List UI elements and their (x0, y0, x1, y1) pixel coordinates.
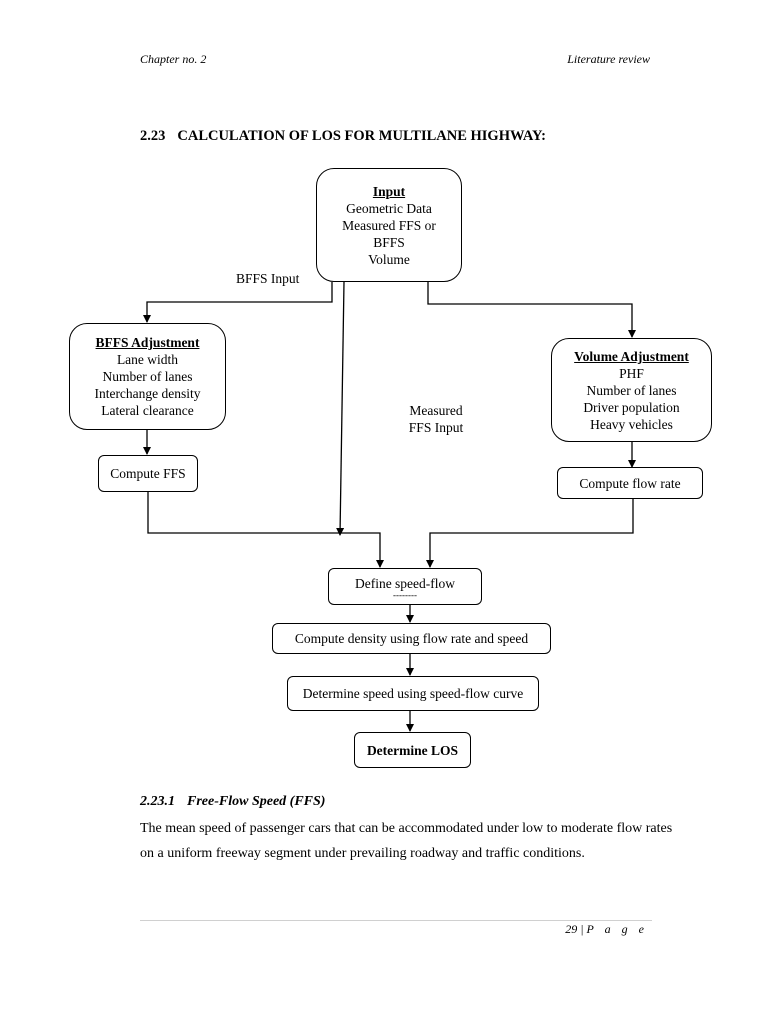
subsection-number: 2.23.1 (140, 794, 175, 809)
header-chapter: Chapter no. 2 (140, 52, 207, 66)
compute-ffs-box: Compute FFS (98, 455, 198, 492)
bffs-adjustment-line: Lane width (116, 352, 179, 367)
arrow-input-to-bffs (143, 282, 333, 323)
bffs-adjustment-line: Lateral clearance (101, 403, 194, 418)
bffs-adjustment-title: BFFS Adjustment (95, 335, 200, 350)
volume-adjustment-line: Number of lanes (586, 382, 677, 398)
section-heading: 2.23 CALCULATION OF LOS FOR MULTILANE HIG… (140, 128, 546, 145)
input-box-line: Measured FFS or (342, 217, 436, 233)
arrow-ffs-to-define (147, 492, 384, 568)
page-number: 29 | P a g e (565, 922, 648, 937)
define-speed-flow-label: Define speed-flow (354, 576, 456, 591)
determine-speed-box: Determine speed using speed-flow curve (287, 676, 539, 711)
header-section: Literature review (567, 52, 650, 66)
input-box-line: BFFS (373, 234, 405, 250)
page-number-value: 29 (565, 922, 578, 936)
input-box: Input Geometric Data Measured FFS or BFF… (316, 168, 462, 282)
compute-density-box: Compute density using flow rate and spee… (272, 623, 551, 654)
page-number-label: P a g e (586, 922, 648, 936)
section-title: CALCULATION OF LOS FOR MULTILANE HIGHWAY… (177, 128, 546, 144)
determine-speed-label: Determine speed using speed-flow curve (302, 686, 524, 701)
determine-los-box: Determine LOS (354, 732, 471, 768)
determine-los-label: Determine LOS (366, 742, 459, 758)
subsection-heading: 2.23.1 Free-Flow Speed (FFS) (140, 794, 325, 810)
compute-flow-rate-box: Compute flow rate (557, 467, 703, 499)
volume-adjustment-line: Heavy vehicles (590, 416, 673, 432)
bffs-adjustment-box: BFFS Adjustment Lane width Number of lan… (69, 323, 226, 430)
compute-flow-rate-label: Compute flow rate (579, 475, 681, 491)
section-number: 2.23 (140, 128, 166, 144)
bffs-adjustment-line: Number of lanes (102, 369, 193, 384)
measured-ffs-label-line: Measured (409, 403, 463, 418)
volume-adjustment-box: Volume Adjustment PHF Number of lanes Dr… (551, 338, 712, 442)
volume-adjustment-title: Volume Adjustment (574, 348, 689, 364)
define-speed-flow-box: Define speed-flow -------- (328, 568, 482, 605)
body-paragraph: The mean speed of passenger cars that ca… (140, 821, 673, 861)
input-box-line: Volume (368, 251, 410, 267)
bffs-input-label: BFFS Input (236, 271, 300, 286)
page-number-separator: | (580, 922, 584, 936)
volume-adjustment-line: Driver population (583, 399, 680, 415)
define-speed-flow-subtext: -------- (393, 590, 417, 600)
compute-ffs-label: Compute FFS (110, 466, 186, 481)
volume-adjustment-line: PHF (619, 365, 644, 381)
input-box-title: Input (372, 183, 406, 199)
footer-divider (140, 920, 652, 921)
input-box-line: Geometric Data (346, 200, 432, 216)
arrow-flow-to-define (426, 499, 634, 568)
arrow-input-measured-ffs (336, 281, 345, 536)
subsection-title: Free-Flow Speed (FFS) (187, 794, 326, 809)
measured-ffs-label-line: FFS Input (408, 420, 464, 435)
bffs-adjustment-line: Interchange density (94, 386, 201, 401)
measured-ffs-label: Measured FFS Input (400, 402, 472, 436)
arrow-input-to-volume (427, 282, 636, 338)
compute-density-label: Compute density using flow rate and spee… (294, 631, 529, 646)
